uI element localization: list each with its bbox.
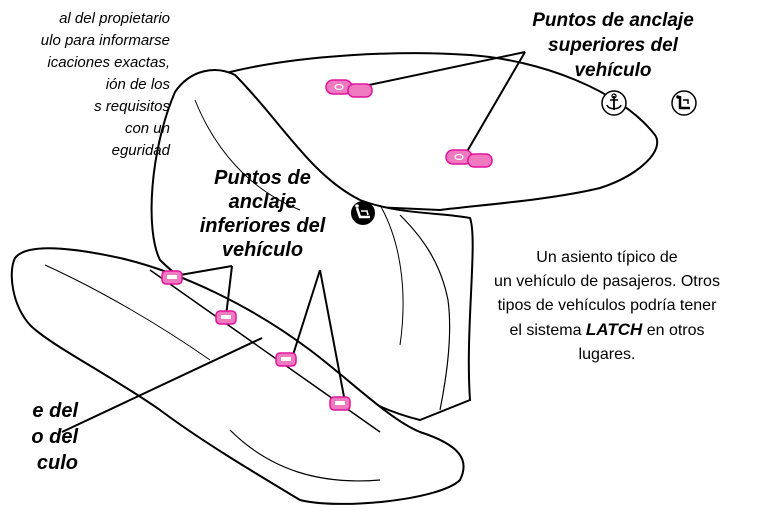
pointer-lines — [61, 51, 526, 433]
lower-anchors-label-line: inferiores del — [199, 215, 326, 237]
lower-anchor-3 — [275, 352, 297, 367]
seat-back-side — [399, 214, 451, 411]
intro-line: s requisitos — [94, 98, 170, 115]
seat-belt-label-line: o del — [31, 426, 78, 448]
seat-cushion-front — [229, 429, 381, 482]
intro-line: al del propietario — [59, 10, 170, 27]
seat-back-crease — [194, 99, 301, 211]
upper-anchor-1 — [325, 79, 373, 98]
lower-anchors-label-line: vehículo — [221, 239, 304, 261]
lower-anchor-child-seat-icon — [351, 201, 375, 225]
lower-anchors-label-line: anclaje — [228, 191, 297, 213]
caption-line: lugares. — [578, 346, 636, 363]
seat-cushion-crease — [44, 264, 211, 361]
seat-belt-label-line: e del — [32, 400, 78, 422]
lower-anchors-label-line: Puntos de — [214, 167, 311, 189]
caption-line: un vehículo de pasajeros. Otros — [494, 273, 720, 290]
intro-line: ión de los — [105, 76, 170, 93]
seat-back — [150, 69, 474, 422]
lower-anchors-label: Puntos de anclaje inferiores del vehícul… — [170, 166, 355, 262]
seat-belt-label-line: culo — [36, 452, 78, 474]
upper-anchors-label: Puntos de anclaje superiores del vehícul… — [493, 8, 733, 83]
upper-anchors-label-line: Puntos de anclaje — [532, 10, 694, 31]
seat-bight — [149, 269, 381, 433]
upper-tether-anchor-icon — [601, 90, 627, 116]
caption-line: tipos de vehículos podría tener — [497, 297, 717, 314]
upper-anchor-2 — [445, 149, 493, 168]
caption-latch-prefix: el sistema — [509, 322, 586, 339]
intro-line: con un — [124, 120, 170, 137]
lower-anchor-2 — [215, 310, 237, 325]
intro-line: eguridad — [111, 142, 170, 159]
child-seat-tether-icon — [671, 90, 697, 116]
latch-term: LATCH — [585, 320, 643, 339]
caption-line: Un asiento típico de — [536, 249, 678, 266]
lower-anchor-4 — [329, 396, 351, 411]
lower-anchor-1 — [161, 270, 183, 285]
upper-anchors-label-line: superiores del — [548, 35, 678, 56]
intro-line: icaciones exactas, — [47, 54, 170, 71]
seat-belt-label: e del o del culo — [0, 398, 78, 476]
intro-line: ulo para informarse — [40, 32, 170, 49]
intro-text: al del propietario ulo para informarse i… — [0, 8, 170, 162]
caption-line: el sistema LATCH en otros — [462, 318, 752, 343]
seat-caption: Un asiento típico de un vehículo de pasa… — [462, 246, 752, 367]
seat-back-edge — [379, 204, 404, 346]
caption-latch-suffix: en otros — [642, 322, 705, 339]
upper-anchors-label-line: vehículo — [574, 60, 652, 81]
